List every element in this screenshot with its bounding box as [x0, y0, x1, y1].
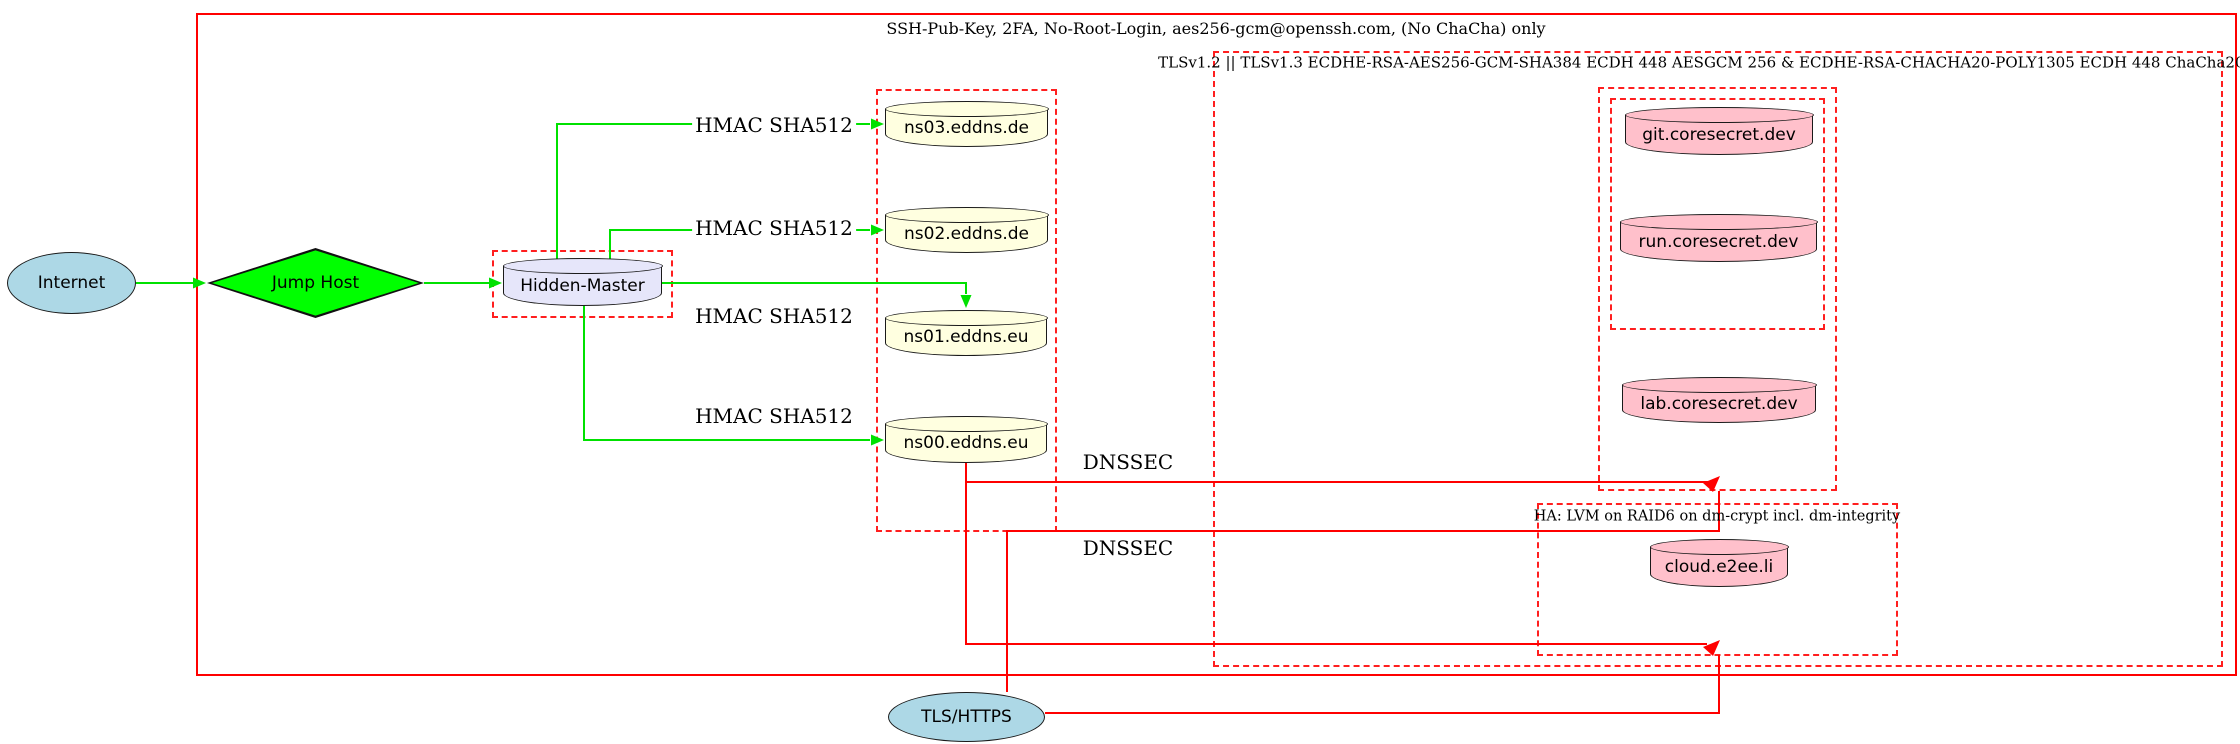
cluster-ssh-label: SSH-Pub-Key, 2FA, No-Root-Login, aes256-… — [886, 18, 1546, 38]
node-hidden-master: Hidden-Master — [502, 258, 663, 306]
node-ns01: ns01.eddns.eu — [884, 310, 1048, 356]
node-jump-host-label: Jump Host — [271, 273, 360, 293]
node-git-label: git.coresecret.dev — [1642, 124, 1796, 145]
node-tls-https: TLS/HTTPS — [888, 692, 1045, 742]
node-ns02: ns02.eddns.de — [884, 207, 1049, 253]
node-run-coresecret: run.coresecret.dev — [1619, 214, 1818, 262]
cluster-coresecret-inner-box — [1610, 98, 1825, 330]
node-ns03: ns03.eddns.de — [884, 101, 1049, 147]
node-cloud-e2ee: cloud.e2ee.li — [1649, 539, 1789, 587]
node-jump-host: Jump Host — [207, 248, 424, 318]
node-lab-label: lab.coresecret.dev — [1640, 393, 1798, 414]
edge-label-hmac-ns02: HMAC SHA512 — [692, 217, 856, 239]
cluster-ha-label: HA: LVM on RAID6 on dm-crypt incl. dm-in… — [1533, 508, 1901, 525]
edge-label-hmac-ns03: HMAC SHA512 — [692, 114, 856, 136]
node-ns03-label: ns03.eddns.de — [904, 117, 1029, 138]
edge-label-dnssec-bottom: DNSSEC — [1079, 537, 1177, 559]
node-ns01-label: ns01.eddns.eu — [903, 326, 1029, 347]
node-hidden-master-label: Hidden-Master — [520, 275, 645, 296]
node-internet-label: Internet — [37, 273, 106, 293]
node-lab-coresecret: lab.coresecret.dev — [1621, 377, 1817, 423]
node-git-coresecret: git.coresecret.dev — [1624, 107, 1814, 155]
node-ns02-label: ns02.eddns.de — [904, 223, 1029, 244]
node-cloud-label: cloud.e2ee.li — [1664, 556, 1774, 577]
edge-label-hmac-ns00: HMAC SHA512 — [692, 405, 856, 427]
cluster-tls-label: TLSv1.2 || TLSv1.3 ECDHE-RSA-AES256-GCM-… — [1158, 53, 2240, 72]
edge-label-dnssec-top: DNSSEC — [1079, 451, 1177, 473]
node-internet: Internet — [7, 252, 136, 314]
node-ns00: ns00.eddns.eu — [884, 416, 1048, 463]
edge-label-hmac-ns01: HMAC SHA512 — [692, 305, 856, 327]
node-ns00-label: ns00.eddns.eu — [903, 433, 1029, 453]
node-run-label: run.coresecret.dev — [1638, 231, 1799, 252]
node-tls-https-label: TLS/HTTPS — [921, 707, 1012, 727]
